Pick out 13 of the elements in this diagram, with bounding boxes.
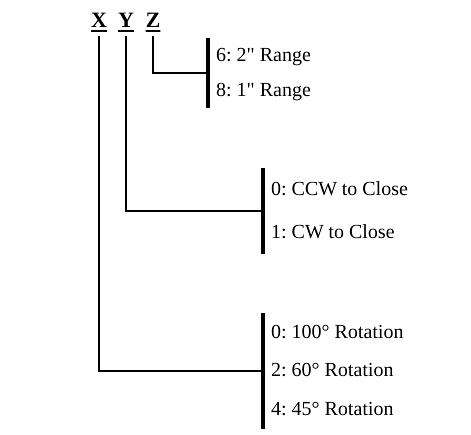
connector-line bbox=[125, 36, 261, 212]
connector-line bbox=[152, 36, 206, 74]
option-text: 0: 100° Rotation bbox=[271, 320, 404, 344]
code-letter: Y bbox=[115, 6, 137, 36]
option-text: 4: 45° Rotation bbox=[271, 398, 394, 422]
option-text: 8: 1" Range bbox=[216, 79, 312, 102]
option-text: 2: 60° Rotation bbox=[271, 359, 394, 382]
option-text: 1: CW to Close bbox=[271, 221, 396, 244]
connector-line bbox=[98, 36, 261, 372]
code-letter: Z bbox=[142, 6, 164, 36]
code-letter: X bbox=[88, 6, 110, 36]
option-text: 0: CCW to Close bbox=[271, 178, 409, 201]
option-text: 6: 2" Range bbox=[216, 44, 312, 67]
